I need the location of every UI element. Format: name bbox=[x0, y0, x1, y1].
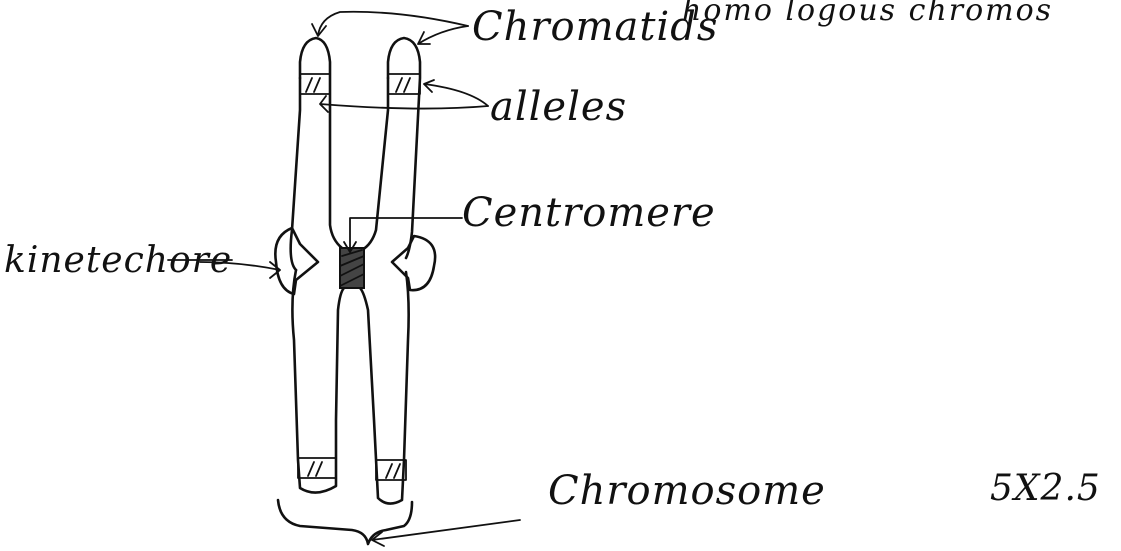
centromere-arrow bbox=[344, 218, 462, 252]
chromosome-arrow bbox=[372, 520, 520, 546]
allele-hatch-bottom-right bbox=[386, 464, 400, 478]
kinetochore-left bbox=[275, 228, 318, 294]
label-homologous: homo logous chromos bbox=[682, 0, 1053, 28]
right-chromatid-upper-inner bbox=[362, 78, 388, 250]
allele-hatch-top-right bbox=[396, 78, 410, 92]
right-chromatid-upper bbox=[388, 38, 420, 258]
label-chromosome: Chromosome bbox=[548, 468, 826, 514]
chromatids-arrow-right bbox=[418, 26, 468, 44]
label-kinetochore: kinetechore bbox=[4, 240, 232, 281]
label-alleles: alleles bbox=[490, 84, 627, 130]
allele-hatch-bottom-left bbox=[308, 462, 322, 476]
centromere-block bbox=[340, 248, 364, 288]
label-centromere: Centromere bbox=[462, 190, 716, 236]
left-chromatid-upper bbox=[300, 38, 342, 248]
label-size: 5X2.5 bbox=[990, 468, 1101, 509]
right-chromatid-lower bbox=[360, 272, 409, 504]
alleles-arrow-left bbox=[320, 96, 488, 112]
kinetochore-right bbox=[392, 236, 435, 290]
alleles-arrow-right bbox=[424, 80, 488, 106]
allele-hatch-top-left bbox=[306, 78, 320, 92]
allele-band-bottom-right bbox=[376, 460, 406, 480]
